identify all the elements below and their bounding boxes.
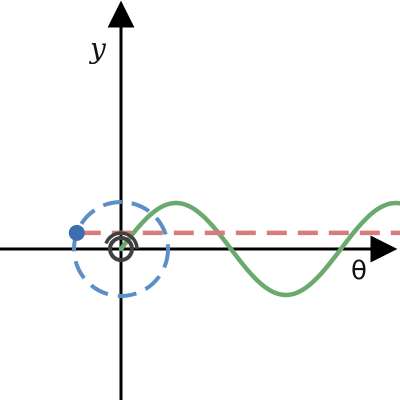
circle-point — [68, 224, 85, 241]
angle-arc — [104, 231, 139, 250]
unit-circle — [72, 200, 170, 298]
origin-marker — [108, 236, 134, 262]
sine-curve — [118, 200, 400, 298]
theta-axis-label: θ — [351, 256, 367, 286]
y-axis-label: y — [88, 32, 107, 65]
